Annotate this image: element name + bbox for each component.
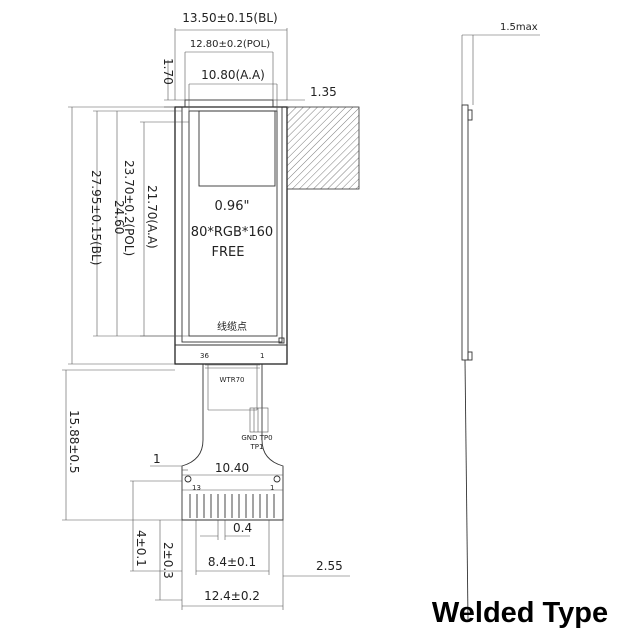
dim-bl-height: 27.95±0.15(BL) bbox=[89, 170, 103, 265]
dim-side-offset: 1.35 bbox=[310, 85, 337, 99]
fpc-gnd-label: GND TP0 bbox=[241, 434, 272, 442]
dim-pad-width: 8.4±0.1 bbox=[208, 555, 256, 569]
dim-total-24: 24.60 bbox=[112, 200, 126, 234]
fpc-pin-right: 1 bbox=[270, 484, 274, 492]
fpc-part-label: WTR70 bbox=[220, 376, 245, 384]
panel-resolution-text: 80*RGB*160 bbox=[191, 225, 273, 240]
dim-pol-height: 23.70±0.2(POL) bbox=[122, 160, 136, 256]
top-dimension-lines bbox=[164, 28, 305, 111]
dim-pin-gap: 1 bbox=[153, 452, 161, 466]
fpc bbox=[181, 364, 284, 521]
dim-bl-width: 13.50±0.15(BL) bbox=[182, 11, 277, 25]
side-view bbox=[461, 34, 540, 621]
left-dimension-lines bbox=[62, 106, 189, 521]
panel-mode-text: FREE bbox=[212, 245, 245, 260]
hatched-tape bbox=[286, 106, 360, 190]
dim-stiffener-4: 4±0.1 bbox=[134, 530, 148, 567]
panel-size-text: 0.96" bbox=[215, 199, 250, 214]
dim-aa-width: 10.80(A.A) bbox=[201, 68, 265, 82]
dim-top-offset: 1.70 bbox=[161, 58, 175, 85]
dim-fpc-length: 15.88±0.5 bbox=[67, 410, 81, 474]
fpc-pin-left: 13 bbox=[192, 484, 201, 492]
corner-mark bbox=[278, 337, 285, 344]
fpc-top-pin-left: 36 bbox=[200, 352, 209, 360]
panel-mark-text: 线缆点 bbox=[217, 320, 247, 333]
fpc-top-pin-right: 1 bbox=[260, 352, 264, 360]
dim-pad-span: 10.40 bbox=[215, 461, 249, 475]
dim-stiffener-2: 2±0.3 bbox=[161, 542, 175, 579]
dim-thickness: 1.5max bbox=[500, 22, 538, 33]
dim-pitch: 0.4 bbox=[233, 521, 252, 535]
panel-outline bbox=[174, 99, 288, 365]
bottom-dimension-lines bbox=[130, 465, 350, 610]
dim-fpc-width: 12.4±0.2 bbox=[204, 589, 260, 603]
fpc-pads bbox=[189, 494, 275, 518]
dim-pol-width: 12.80±0.2(POL) bbox=[190, 39, 270, 50]
dim-aa-height: 21.70(A.A) bbox=[145, 185, 159, 249]
diagram-title: Welded Type bbox=[432, 597, 608, 629]
fpc-tp1-label: TP1 bbox=[250, 443, 264, 451]
dim-right-offset: 2.55 bbox=[316, 559, 343, 573]
